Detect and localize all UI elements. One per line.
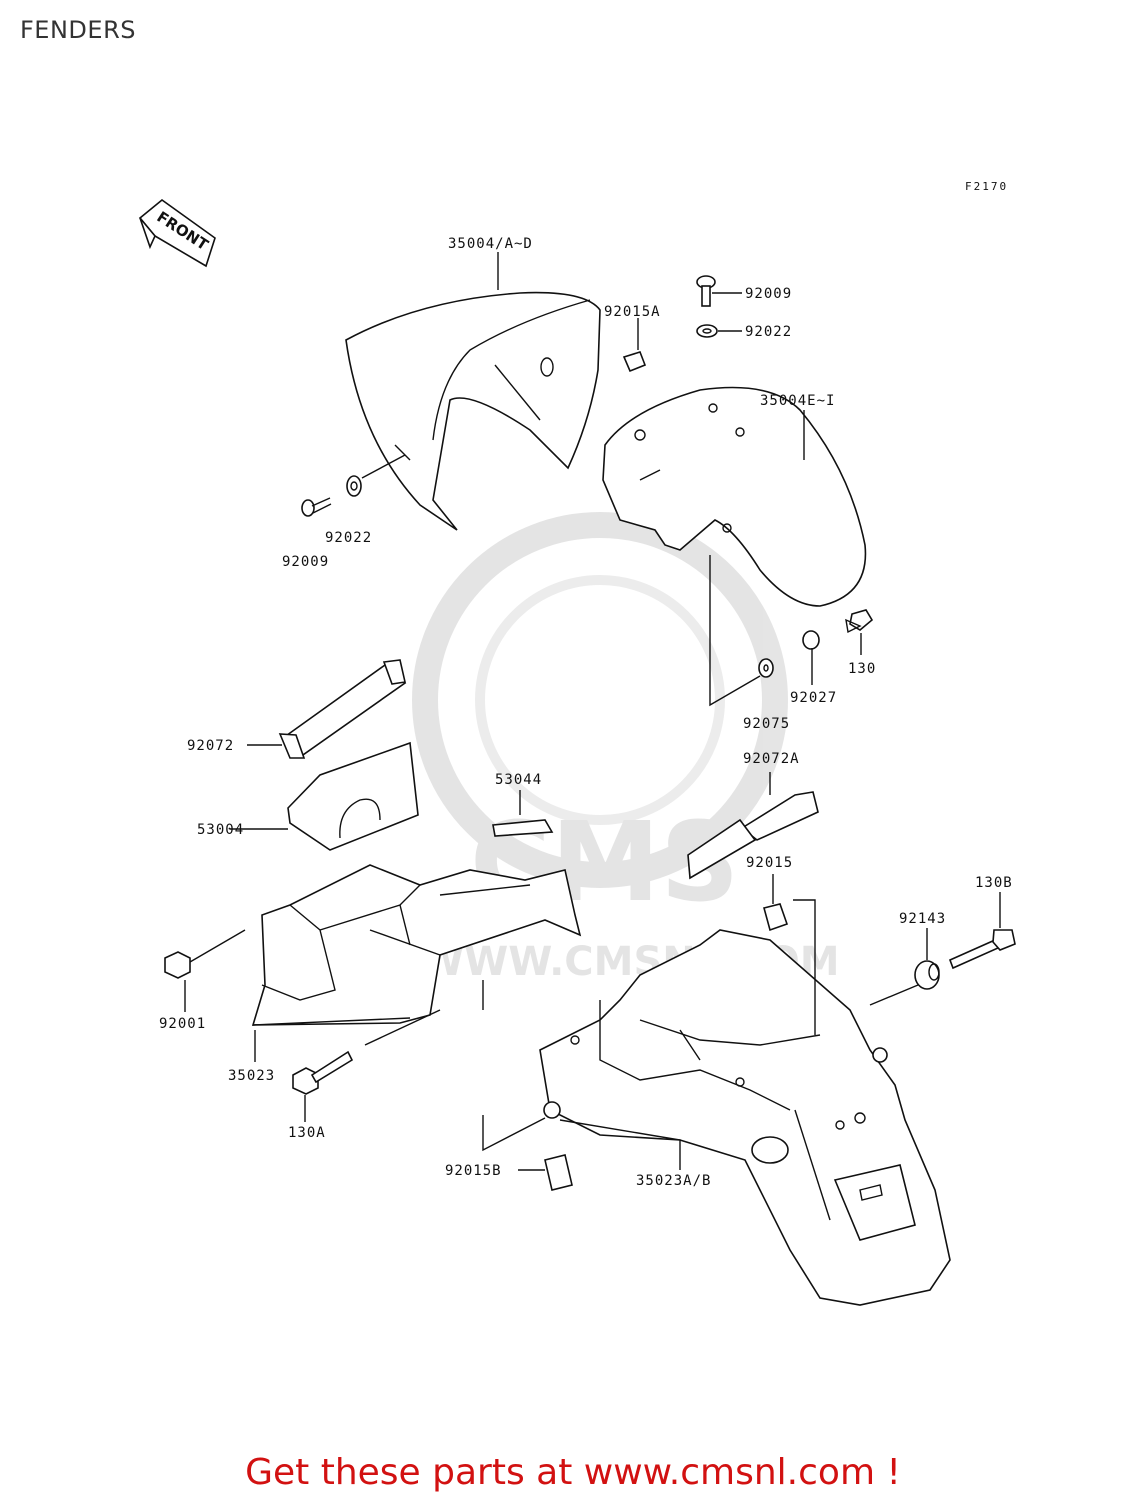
grommet-92027 [802,630,820,650]
rear-fender-35023AB [539,929,951,1306]
label-92027: 92027 [790,690,837,706]
damper-92143 [914,960,940,990]
screw-92009-left [301,497,332,517]
label-92075: 92075 [743,716,790,732]
bolt-130 [845,609,874,634]
pad-53044 [492,819,554,837]
label-130: 130 [848,661,876,677]
bolt-92001 [164,929,246,979]
label-92143: 92143 [899,911,946,927]
label-92022-left: 92022 [325,530,372,546]
label-130B: 130B [975,875,1013,891]
screw-92009-top [696,275,716,307]
label-92009-top: 92009 [745,286,792,302]
washer-92022-left [346,475,362,497]
label-92009-left: 92009 [282,554,329,570]
label-92015: 92015 [746,855,793,871]
front-fender-right [602,386,867,607]
clip-92015 [763,903,789,932]
washer-92022-top [696,324,718,338]
strap-92072A [687,791,819,880]
label-35023: 35023 [228,1068,275,1084]
strap-92072 [278,659,407,759]
label-35023AB: 35023A/B [636,1173,711,1189]
label-92015B: 92015B [445,1163,502,1179]
front-fender-left [345,291,601,531]
label-92072: 92072 [187,738,234,754]
bolt-130B [948,929,1016,970]
label-92015A: 92015A [604,304,661,320]
leader-lines [184,252,1001,1171]
label-92001: 92001 [159,1016,206,1032]
label-92072A: 92072A [743,751,800,767]
diagram-code: F2170 [965,180,1008,193]
washer-92075 [758,658,774,678]
page-title: FENDERS [20,16,136,44]
label-53004: 53004 [197,822,244,838]
clip-92015A [622,351,647,373]
rear-inner-fender-35023 [251,864,582,1026]
front-arrow-icon: FRONT [138,198,216,268]
label-130A: 130A [288,1125,326,1141]
cover-53004 [287,741,419,851]
promo-link[interactable]: Get these parts at www.cmsnl.com ! [245,1452,901,1493]
bolt-130A [292,1050,354,1095]
label-53044: 53044 [495,772,542,788]
label-35004EI: 35004E~I [760,393,835,409]
label-35004AD: 35004/A~D [448,236,533,252]
label-92022-top: 92022 [745,324,792,340]
clip-92015B [543,1101,573,1191]
